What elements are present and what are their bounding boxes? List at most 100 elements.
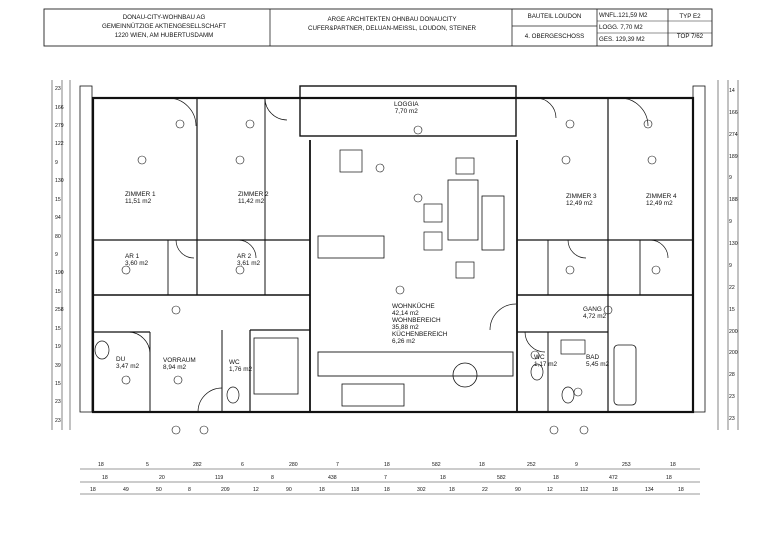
dimension-value: 18: [666, 475, 672, 481]
dimension-value: 130: [729, 241, 738, 247]
dimension-value: 15: [55, 197, 61, 203]
dimension-value: 282: [193, 462, 202, 468]
dimension-value: 39: [55, 363, 61, 369]
dimension-value: 280: [289, 462, 298, 468]
dimension-value: 23: [55, 86, 61, 92]
dimension-value: 6: [241, 462, 244, 468]
dimension-value: 15: [55, 289, 61, 295]
dimension-value: 15: [55, 326, 61, 332]
dimension-value: 200: [729, 350, 738, 356]
dimension-value: 12: [547, 487, 553, 493]
dimension-value: 15: [729, 307, 735, 313]
dimension-value: 166: [55, 105, 64, 111]
dimension-value: 438: [328, 475, 337, 481]
dimension-value: 302: [417, 487, 426, 493]
dimension-value: 18: [440, 475, 446, 481]
dimension-value: 12: [253, 487, 259, 493]
dimension-value: 22: [729, 285, 735, 291]
dimension-value: 189: [729, 154, 738, 160]
dimension-value: 118: [351, 487, 360, 493]
dimension-value: 18: [384, 487, 390, 493]
dimension-value: 258: [55, 307, 64, 313]
client-line-1: DONAU-CITY-WOHNBAU AG: [122, 14, 206, 21]
dimension-value: 23: [55, 418, 61, 424]
dimension-value: 18: [553, 475, 559, 481]
top-label: TOP 7/62: [676, 33, 704, 40]
dimension-value: 50: [156, 487, 162, 493]
dimension-value: 119: [215, 475, 224, 481]
dimension-value: 28: [729, 372, 735, 378]
dimension-value: 49: [123, 487, 129, 493]
dimension-value: 122: [55, 141, 64, 147]
dimension-value: 252: [527, 462, 536, 468]
dimension-value: 18: [612, 487, 618, 493]
dimension-value: 9: [729, 175, 732, 181]
dimension-value: 7: [384, 475, 387, 481]
architects-line-1: ARGE ARCHITEKTEN OHNBAU DONAUCITY: [327, 16, 457, 23]
dimension-value: 9: [575, 462, 578, 468]
dimension-value: 18: [90, 487, 96, 493]
dimension-value: 18: [479, 462, 485, 468]
type-label: TYP E2: [679, 13, 701, 20]
client-line-2: GEMEINNÜTZIGE AKTIENGESELLSCHAFT: [101, 23, 227, 30]
dimension-value: 582: [432, 462, 441, 468]
dimension-value: 112: [580, 487, 589, 493]
dimension-value: 9: [55, 160, 58, 166]
dimension-value: 15: [55, 381, 61, 387]
dimension-value: 134: [645, 487, 654, 493]
loggia-outline: [299, 85, 517, 137]
dimension-value: 23: [729, 394, 735, 400]
dimension-value: 279: [55, 123, 64, 129]
dimension-value: 18: [449, 487, 455, 493]
dimension-value: 18: [102, 475, 108, 481]
dimension-value: 18: [319, 487, 325, 493]
title-block: [43, 8, 713, 47]
dimension-value: 9: [729, 219, 732, 225]
dimension-value: 209: [221, 487, 230, 493]
dimension-value: 166: [729, 110, 738, 116]
dimension-value: 190: [55, 270, 64, 276]
dimension-value: 582: [497, 475, 506, 481]
dimension-value: 18: [98, 462, 104, 468]
dimension-value: 472: [609, 475, 618, 481]
dimension-value: 8: [271, 475, 274, 481]
dimension-value: 90: [286, 487, 292, 493]
dimension-value: 18: [670, 462, 676, 468]
area-ges: GES. 129,39 M2: [599, 36, 645, 43]
dimension-value: 18: [678, 487, 684, 493]
dimension-value: 274: [729, 132, 738, 138]
dimension-value: 94: [55, 215, 61, 221]
dimension-value: 9: [729, 263, 732, 269]
dimension-value: 130: [55, 178, 64, 184]
client-line-3: 1220 WIEN, AM HUBERTUSDAMM: [114, 32, 214, 39]
floor-label: 4. OBERGESCHOSS: [524, 33, 585, 40]
dimension-value: 18: [384, 462, 390, 468]
dimension-value: 14: [729, 88, 735, 94]
dimension-value: 200: [729, 329, 738, 335]
dimension-value: 80: [55, 234, 61, 240]
dimension-column-left: 23 166 279 122 9 130 15 94 80 9 190 15 258 15 19 39 15 23…: [55, 80, 69, 430]
area-logg: LOGG. 7,70 M2: [599, 24, 643, 31]
dimension-value: 19: [55, 344, 61, 350]
dimension-value: 5: [146, 462, 149, 468]
dimension-value: 23: [55, 399, 61, 405]
dimension-value: 9: [55, 252, 58, 258]
